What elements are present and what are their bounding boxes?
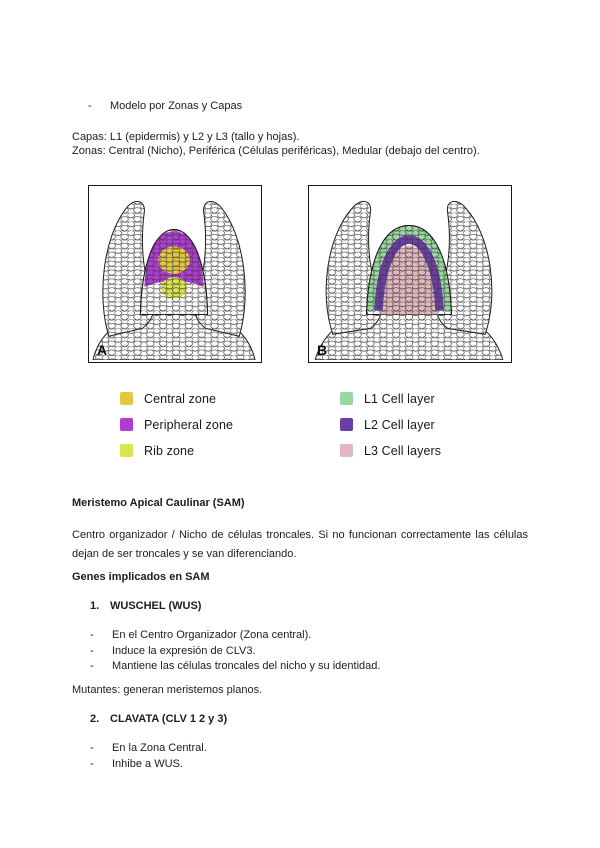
zonas-line: Zonas: Central (Nicho), Periférica (Célu… (72, 145, 480, 157)
meristem-diagram-layers (314, 201, 504, 360)
list-item: En el Centro Organizador (Zona central). (90, 628, 380, 644)
legend-label: L2 Cell layer (364, 417, 435, 432)
legend-item-l2-layer: L2 Cell layer (340, 417, 441, 432)
list-item: Induce la expresión de CLV3. (90, 644, 380, 660)
legend-zones: Central zone Peripheral zone Rib zone (120, 392, 233, 470)
meristem-diagram-zones (92, 201, 256, 360)
gene2-bullet-list: En la Zona Central. Inhibe a WUS. (90, 741, 207, 772)
gene1-name: WUSCHEL (WUS) (110, 600, 202, 612)
bullet-dash (90, 659, 112, 675)
sam-paragraph: Centro organizador / Nicho de células tr… (72, 526, 528, 564)
meristem-figure-panel-b: B (308, 185, 512, 363)
l1-layer-swatch (340, 392, 353, 405)
gene1-heading: 1. WUSCHEL (WUS) (90, 600, 201, 612)
legend-label: Peripheral zone (144, 417, 234, 432)
gene1-bullet-3: Mantiene las células troncales del nicho… (112, 660, 381, 672)
gene1-bullet-1: En el Centro Organizador (Zona central). (112, 629, 312, 641)
sam-heading: Meristemo Apical Caulinar (SAM) (72, 497, 245, 509)
panel-b-label: B (317, 342, 328, 358)
bullet-dash (90, 628, 112, 644)
gene1-bullet-2: Induce la expresión de CLV3. (112, 644, 256, 657)
legend-item-l1-layer: L1 Cell layer (340, 391, 441, 406)
bullet-dash (88, 100, 110, 112)
legend-label: L1 Cell layer (364, 391, 435, 406)
peripheral-zone-swatch (120, 418, 133, 431)
panel-a-label: A (97, 342, 108, 358)
rib-zone-swatch (120, 444, 133, 457)
gene1-number: 1. (90, 600, 100, 612)
bullet-dash (90, 757, 112, 773)
intro-bullet: Modelo por Zonas y Capas (88, 100, 242, 112)
gene2-name: CLAVATA (CLV 1 2 y 3) (110, 713, 228, 725)
legend-label: Central zone (144, 391, 217, 406)
central-zone-swatch (120, 392, 133, 405)
bullet-dash (90, 644, 112, 660)
list-item: Mantiene las células troncales del nicho… (90, 659, 380, 675)
intro-bullet-text: Modelo por Zonas y Capas (110, 100, 243, 112)
legend-item-rib-zone: Rib zone (120, 443, 233, 458)
gene2-bullet-1: En la Zona Central. (112, 742, 207, 754)
gene2-number: 2. (90, 713, 100, 725)
l2-layer-swatch (340, 418, 353, 431)
sam-paragraph-line-2: dejan de ser troncales y se van diferenc… (72, 548, 297, 560)
legend-item-central-zone: Central zone (120, 391, 233, 406)
legend-item-l3-layer: L3 Cell layers (340, 443, 442, 458)
list-item: Inhibe a WUS. (90, 757, 207, 773)
gene2-bullet-2: Inhibe a WUS. (112, 757, 183, 770)
legend-layers: L1 Cell layer L2 Cell layer L3 Cell laye… (340, 392, 441, 470)
mutantes-line: Mutantes: generan meristemos planos. (72, 684, 263, 696)
l3-layer-swatch (340, 444, 353, 457)
legend-item-peripheral-zone: Peripheral zone (120, 417, 234, 432)
meristem-figure-panel-a: A (88, 185, 262, 363)
genes-heading: Genes implicados en SAM (72, 571, 210, 583)
legend-label: Rib zone (144, 443, 195, 458)
legend-label: L3 Cell layers (364, 443, 442, 458)
capas-line: Capas: L1 (epidermis) y L2 y L3 (tallo y… (72, 131, 300, 143)
gene1-bullet-list: En el Centro Organizador (Zona central).… (90, 628, 380, 675)
sam-paragraph-line-1: Centro organizador / Nicho de células tr… (72, 529, 528, 541)
gene2-heading: 2. CLAVATA (CLV 1 2 y 3) (90, 713, 227, 725)
bullet-dash (90, 741, 112, 757)
list-item: En la Zona Central. (90, 741, 207, 757)
